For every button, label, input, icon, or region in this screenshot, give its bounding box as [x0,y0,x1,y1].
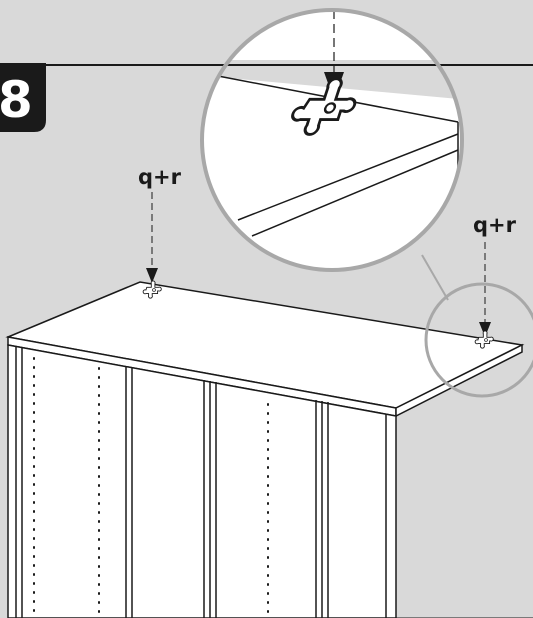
step-number: 8 [0,71,33,129]
right-connector-callout: q+r [473,213,517,349]
cabinet-front [7,344,397,618]
cabinet [5,281,525,618]
zoom-leader-line [421,254,449,301]
cabinet-side-edge [395,343,523,418]
highlight-circle [424,282,533,398]
right-part-label: q+r [473,213,517,237]
shelf-holes [33,357,269,613]
arrow-down-icon [479,322,491,337]
step-badge: 8 [0,63,46,132]
left-part-label: q+r [138,165,182,189]
zoom-detail [200,8,464,272]
zoom-circle [200,8,464,272]
left-connector-callout: q+r [138,165,182,299]
cabinet-panels [15,347,387,618]
arrow-down-icon [146,268,158,283]
